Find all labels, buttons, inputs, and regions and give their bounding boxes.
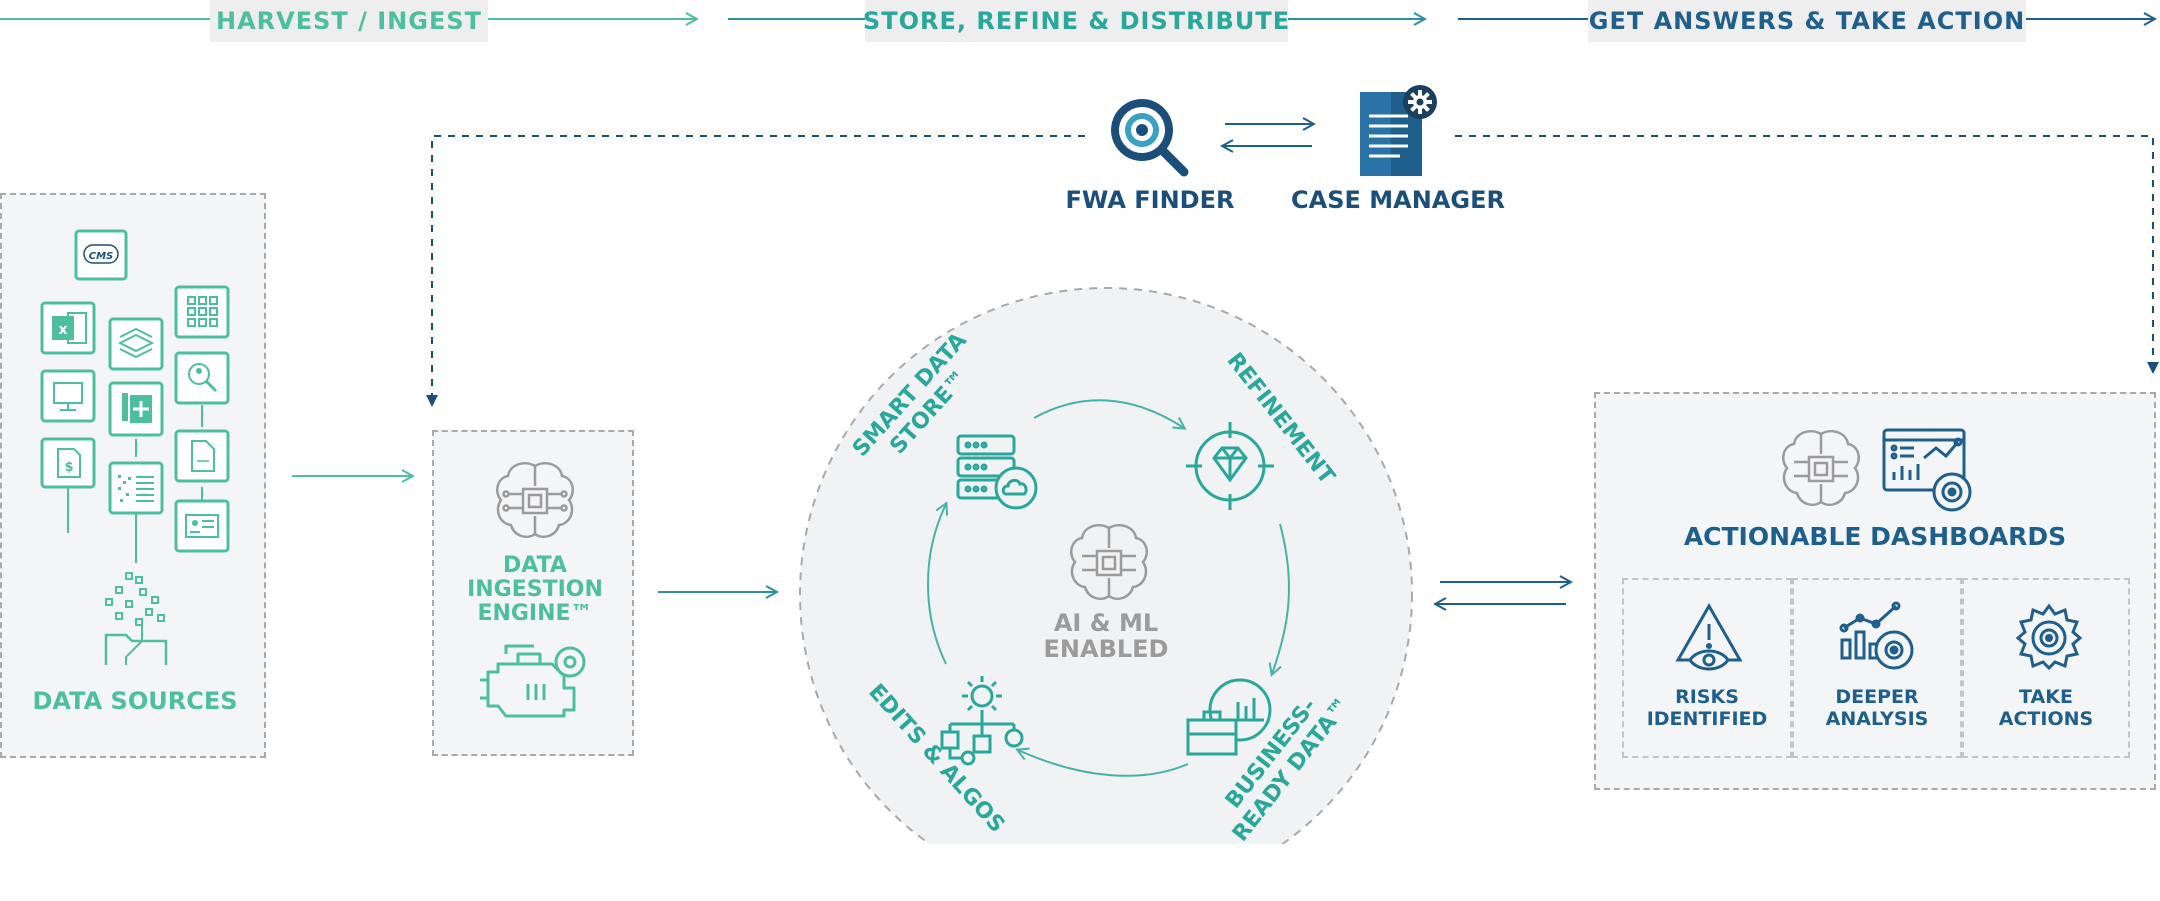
warning-eye-icon [1675, 602, 1743, 671]
spreadsheet-icon [174, 285, 230, 339]
deeper-line-2: ANALYSIS [1825, 708, 1929, 730]
dashboards-title: ACTIONABLE DASHBOARDS [1683, 522, 2067, 551]
phase-label: HARVEST / INGEST [215, 7, 482, 35]
svg-text:$: $ [64, 460, 73, 475]
ingestion-engine-panel: DATA INGESTION ENGINE™ [432, 430, 634, 756]
ingestion-engine-label: DATA INGESTION ENGINE™ [434, 554, 636, 626]
fwa-finder-label: FWA FINDER [1065, 186, 1235, 214]
risks-label: RISKS IDENTIFIED [1624, 686, 1790, 730]
phase-store-refine-distribute: STORE, REFINE & DISTRIBUTE [862, 0, 1291, 42]
phase-label: STORE, REFINE & DISTRIBUTE [862, 7, 1291, 35]
pdf-file-icon [174, 429, 230, 483]
center-ai-brain-icon [1069, 524, 1149, 600]
engine-icon [480, 644, 586, 718]
gear-target-icon [2015, 603, 2083, 671]
take-line-1: TAKE [2019, 686, 2073, 708]
cms-logo-icon [74, 229, 128, 281]
deeper-analysis-card: DEEPER ANALYSIS [1792, 578, 1962, 758]
risks-identified-card: RISKS IDENTIFIED [1622, 578, 1792, 758]
take-actions-label: TAKE ACTIONS [1964, 686, 2128, 730]
deeper-analysis-label: DEEPER ANALYSIS [1794, 686, 1960, 730]
magnifier-icon [1111, 99, 1189, 177]
ai-ml-label: AI & ML ENABLED [1006, 610, 1206, 662]
svg-text:x: x [58, 322, 67, 338]
data-source-icons: CMS x [40, 229, 230, 665]
phase-harvest-ingest: HARVEST / INGEST [210, 0, 488, 42]
stack-icon [108, 317, 164, 371]
ai-ml-line-2: ENABLED [1043, 635, 1169, 663]
dashboard-chart-icon [1882, 428, 1972, 512]
dollar-file-icon: $ [40, 437, 96, 489]
take-actions-card: TAKE ACTIONS [1962, 578, 2130, 758]
scan-file-icon [108, 461, 164, 515]
excel-file-icon: x [40, 301, 96, 355]
diamond-target-icon [1186, 422, 1274, 510]
data-sources-label: DATA SOURCES [32, 687, 238, 715]
dashboards-panel: ACTIONABLE DASHBOARDS RISKS IDENTIFIED [1594, 392, 2156, 790]
search-user-icon [174, 351, 230, 405]
cms-badge-text: CMS [89, 251, 114, 262]
deeper-line-1: DEEPER [1835, 686, 1919, 708]
add-document-icon [108, 381, 164, 437]
risks-line-1: RISKS [1675, 686, 1739, 708]
workflow-gear-icon [940, 676, 1024, 766]
ai-ml-line-1: AI & ML [1053, 609, 1159, 637]
phase-get-answers: GET ANSWERS & TAKE ACTION [1588, 0, 2026, 42]
cycle-diagram [799, 287, 1413, 844]
ingestion-line-1: DATA [503, 553, 567, 578]
take-line-2: ACTIONS [1998, 708, 2094, 730]
id-card-icon [174, 499, 230, 553]
data-sources-panel: CMS x [0, 193, 266, 758]
monitor-icon [40, 369, 96, 423]
data-folder-icon [104, 572, 168, 665]
risks-line-2: IDENTIFIED [1646, 708, 1768, 730]
ai-brain-icon [495, 462, 575, 538]
phase-label: GET ANSWERS & TAKE ACTION [1588, 7, 2026, 35]
chart-eye-icon [1839, 601, 1914, 670]
dashboard-ai-brain-icon [1781, 430, 1861, 506]
briefcase-chart-icon [1186, 678, 1272, 756]
ingestion-line-2: INGESTION [467, 577, 603, 602]
ingestion-line-3: ENGINE™ [477, 601, 593, 626]
database-cloud-icon [956, 434, 1038, 510]
case-manager-label: CASE MANAGER [1291, 186, 1505, 214]
document-gear-icon [1360, 85, 1437, 176]
